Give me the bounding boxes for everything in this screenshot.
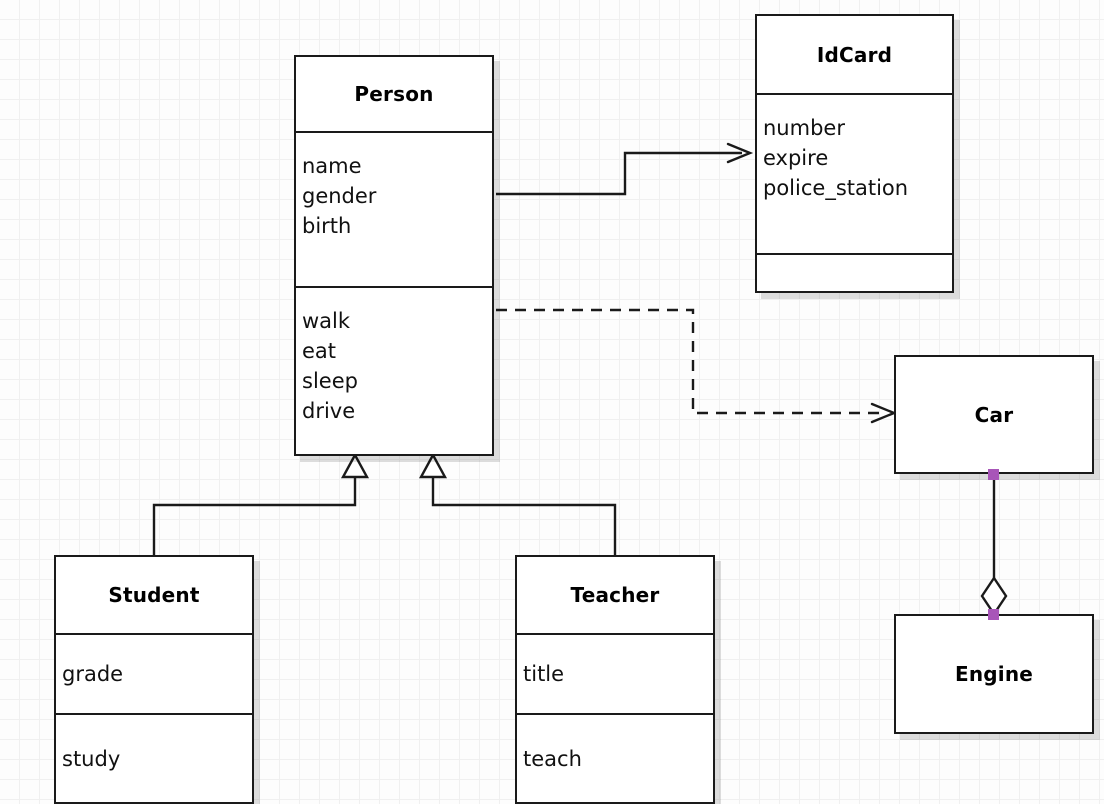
methods-person: walk eat sleep drive: [296, 286, 492, 454]
attribute-row: expire: [763, 146, 829, 170]
class-box-car[interactable]: Car: [894, 355, 1094, 474]
class-box-person[interactable]: Person name gender birth walk eat sleep …: [294, 55, 494, 456]
attribute-row: birth: [302, 214, 352, 238]
class-box-idcard[interactable]: IdCard number expire police_station: [755, 14, 954, 293]
attributes-person: name gender birth: [296, 131, 492, 286]
class-name-car: Car: [974, 402, 1014, 427]
class-name-engine: Engine: [954, 662, 1034, 686]
class-name-person: Person: [354, 82, 434, 106]
methods-student: study: [56, 713, 252, 802]
edge-person-idcard[interactable]: [496, 142, 754, 196]
method-row: teach: [523, 746, 582, 771]
methods-idcard: [757, 253, 952, 291]
class-box-teacher[interactable]: Teacher title teach: [515, 555, 715, 804]
attribute-row: name: [302, 154, 362, 178]
attribute-row: gender: [302, 184, 377, 208]
edge-car-engine[interactable]: [980, 474, 1008, 617]
edge-handle-car-end[interactable]: [988, 469, 999, 480]
attributes-teacher: title: [517, 633, 713, 713]
class-box-engine[interactable]: Engine: [894, 614, 1094, 734]
edge-person-car[interactable]: [496, 308, 898, 424]
attribute-row: grade: [62, 662, 124, 686]
attribute-row: police_station: [763, 176, 909, 200]
edge-handle-engine-end[interactable]: [988, 609, 999, 620]
method-row: eat: [302, 339, 337, 363]
edge-student-person[interactable]: [152, 452, 370, 555]
class-name-student: Student: [108, 583, 200, 607]
method-row: drive: [302, 399, 356, 423]
edge-teacher-person[interactable]: [418, 452, 617, 555]
attribute-row: number: [763, 116, 845, 140]
attributes-idcard: number expire police_station: [757, 93, 952, 253]
attributes-student: grade: [56, 633, 252, 713]
class-name-teacher: Teacher: [570, 583, 660, 607]
attribute-row: title: [523, 662, 565, 686]
class-name-idcard: IdCard: [816, 42, 893, 67]
method-row: walk: [302, 309, 351, 333]
methods-teacher: teach: [517, 713, 713, 802]
method-row: study: [62, 746, 121, 771]
class-box-student[interactable]: Student grade study: [54, 555, 254, 804]
method-row: sleep: [302, 369, 358, 393]
